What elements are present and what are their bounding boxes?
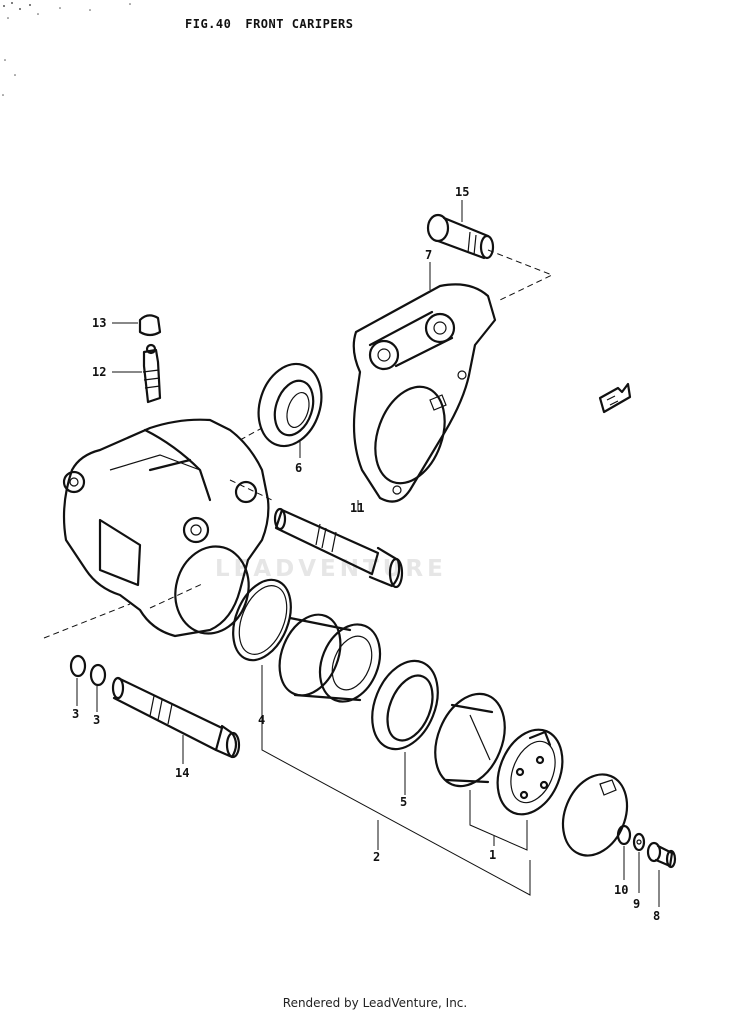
callout-14: 13 (92, 316, 106, 330)
callout-3a: 3 (72, 707, 79, 721)
part-12-pin (111, 676, 241, 759)
callout-7: 7 (425, 248, 432, 262)
part-11-pin (273, 507, 404, 589)
figure-title: FRONT CARIPERS (245, 17, 354, 31)
part-13-bleeder (142, 343, 162, 404)
callout-9: 9 (633, 897, 640, 911)
part-10-washer (616, 824, 632, 846)
scan-noise (2, 2, 131, 96)
footer-credit: Rendered by LeadVenture, Inc. (282, 996, 468, 1010)
part-6-boot (257, 362, 323, 448)
part-3-orings (69, 654, 107, 687)
callout-15: 15 (455, 185, 469, 199)
callout-13: 12 (92, 365, 106, 379)
figure-header: FIG.40 FRONT CARIPERS (185, 17, 368, 31)
leader-lines (76, 200, 660, 907)
figure-number: FIG.40 (185, 17, 232, 31)
part-9-washer (632, 832, 646, 852)
part-7-bracket (352, 283, 497, 503)
callout-10: 10 (614, 883, 628, 897)
callout-1: 2 (373, 850, 380, 864)
part-8-screw (646, 841, 677, 869)
callout-5: 5 (400, 795, 407, 809)
part-5-dust-seal (371, 659, 439, 751)
callout-3b: 3 (93, 713, 100, 727)
dashed-connectors (43, 249, 554, 639)
callout-2: 1 (489, 848, 496, 862)
part-2-pads (434, 692, 629, 857)
part-14-cap (138, 314, 162, 337)
callout-labels: 13 12 15 7 6 11 3 3 4 14 5 2 1 10 9 8 (72, 185, 660, 923)
callout-12: 14 (175, 766, 189, 780)
part-4-seal (232, 578, 292, 662)
callout-11: 11 (350, 501, 364, 515)
part-15-bolt (426, 213, 495, 260)
watermark-text: LEADVENTURE (215, 556, 447, 582)
part-1-piston (278, 613, 382, 703)
callout-6: 6 (295, 461, 302, 475)
callout-4: 4 (258, 713, 265, 727)
callout-8: 8 (653, 909, 660, 923)
forward-arrow-icon (598, 382, 632, 414)
caliper-body (62, 418, 270, 638)
